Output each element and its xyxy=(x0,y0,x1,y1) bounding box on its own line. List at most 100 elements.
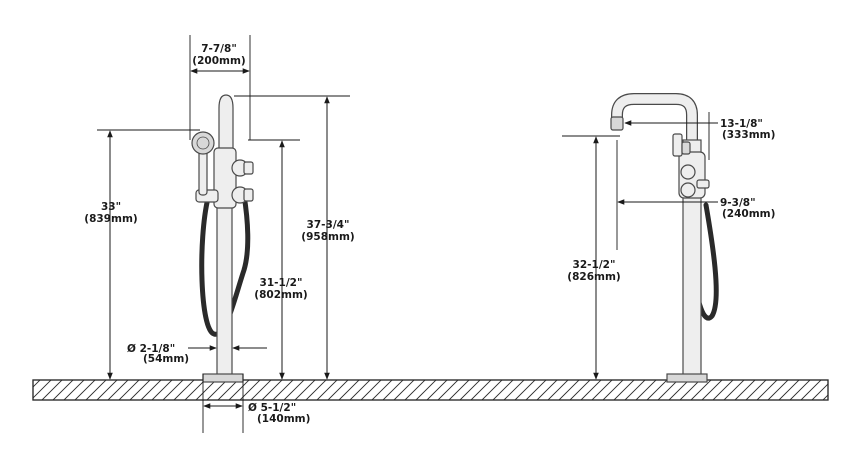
hatch-line xyxy=(305,380,327,400)
hatch-line xyxy=(173,380,195,400)
hatch-line xyxy=(800,380,822,400)
hatch-line xyxy=(283,380,305,400)
hatch-line xyxy=(745,380,767,400)
hatch-line xyxy=(162,380,184,400)
hatch-line xyxy=(569,380,591,400)
hatch-line xyxy=(822,394,828,400)
hatch-line xyxy=(107,380,129,400)
hatch-line xyxy=(140,380,162,400)
hatch-line xyxy=(74,380,96,400)
hatch-line xyxy=(558,380,580,400)
hatch-line xyxy=(426,380,448,400)
handle-projection-label-metric: (240mm) xyxy=(722,208,775,220)
hatch-line xyxy=(514,380,536,400)
hatch-line xyxy=(580,380,602,400)
hatch-line xyxy=(33,380,52,399)
base-diameter-label-metric: (140mm) xyxy=(257,413,310,425)
hatch-line xyxy=(437,380,459,400)
hatch-line xyxy=(371,380,393,400)
spout-projection-label-metric: (333mm) xyxy=(722,129,775,141)
hatch-line xyxy=(679,380,701,400)
hatch-line xyxy=(393,380,415,400)
hatch-line xyxy=(151,380,173,400)
spout-projection-label: 13-1/8" xyxy=(720,118,763,130)
hatch-line xyxy=(624,380,646,400)
hatch-line xyxy=(316,380,338,400)
hatch-line xyxy=(261,380,283,400)
hatch-line xyxy=(811,383,828,400)
hatch-line xyxy=(767,380,789,400)
hatch-line xyxy=(272,380,294,400)
hatch-line xyxy=(591,380,613,400)
hatch-line xyxy=(525,380,547,400)
hatch-line xyxy=(448,380,470,400)
hatch-line xyxy=(129,380,151,400)
hatch-line xyxy=(834,380,854,400)
hatch-line xyxy=(789,380,811,400)
floor-section xyxy=(32,379,857,401)
base-plate xyxy=(202,373,244,383)
hatch-line xyxy=(206,380,228,400)
dimension-lines xyxy=(97,35,718,433)
hatch-line xyxy=(845,380,857,400)
handshower-height-label-metric: (839mm) xyxy=(84,213,137,225)
hatch-line xyxy=(657,380,679,400)
hatch-line xyxy=(184,380,206,400)
base-diameter-label: Ø 5-1/2" xyxy=(248,402,296,414)
riser-diameter-label: Ø 2-1/8" xyxy=(127,343,175,355)
diverter-knob-lower xyxy=(243,188,254,202)
hatch-line xyxy=(701,380,723,400)
valve-dial-upper xyxy=(680,164,696,180)
hatch-line xyxy=(338,380,360,400)
spout-height-label-metric: (826mm) xyxy=(567,271,620,283)
hatch-line xyxy=(349,380,371,400)
hatch-line xyxy=(668,380,690,400)
hatch-line xyxy=(481,380,503,400)
hatch-line xyxy=(228,380,250,400)
valve-height-label: 31-1/2" xyxy=(260,277,303,289)
hatch-line xyxy=(33,380,41,388)
hatch-line xyxy=(712,380,734,400)
valve-body xyxy=(213,147,237,209)
dimension-labels: 7-7/8" (200mm) 33" (839mm) 37-3/4" (958m… xyxy=(84,43,775,425)
spout-front xyxy=(218,94,234,151)
hatch-line xyxy=(294,380,316,400)
hatch-line xyxy=(96,380,118,400)
overall-height-label-metric: (958mm) xyxy=(301,231,354,243)
hatch-line xyxy=(52,380,74,400)
front-view-faucet xyxy=(191,94,254,383)
handshower-head xyxy=(191,131,215,155)
handle-lever xyxy=(696,179,710,189)
hatch-line xyxy=(63,380,85,400)
hatch-line xyxy=(85,380,107,400)
spout-reach-label-metric: (200mm) xyxy=(192,55,245,67)
hatch-line xyxy=(118,380,140,400)
hatch-line xyxy=(503,380,525,400)
hatch-line xyxy=(547,380,569,400)
hatch-line xyxy=(459,380,481,400)
handshower-height-label: 33" xyxy=(101,201,121,213)
handshower-side-neck xyxy=(681,141,691,155)
hatch-line xyxy=(613,380,635,400)
handle-projection-label: 9-3/8" xyxy=(720,197,756,209)
hatch-line xyxy=(360,380,382,400)
hatch-line xyxy=(602,380,624,400)
hatch-line xyxy=(327,380,349,400)
hatch-line xyxy=(404,380,426,400)
hatch-line xyxy=(734,380,756,400)
hatch-line xyxy=(382,380,404,400)
hatch-line xyxy=(536,380,558,400)
hatch-line xyxy=(635,380,657,400)
side-view-faucet xyxy=(610,93,719,383)
hatch-line xyxy=(492,380,514,400)
hatch-line xyxy=(723,380,745,400)
hatch-line xyxy=(778,380,800,400)
handshower-side xyxy=(672,133,683,157)
hatch-line xyxy=(250,380,272,400)
spout-outlet xyxy=(610,116,624,131)
hatch-line xyxy=(195,380,217,400)
spout-reach-label: 7-7/8" xyxy=(201,43,237,55)
base-plate-side xyxy=(666,373,708,383)
hatch-line xyxy=(756,380,778,400)
